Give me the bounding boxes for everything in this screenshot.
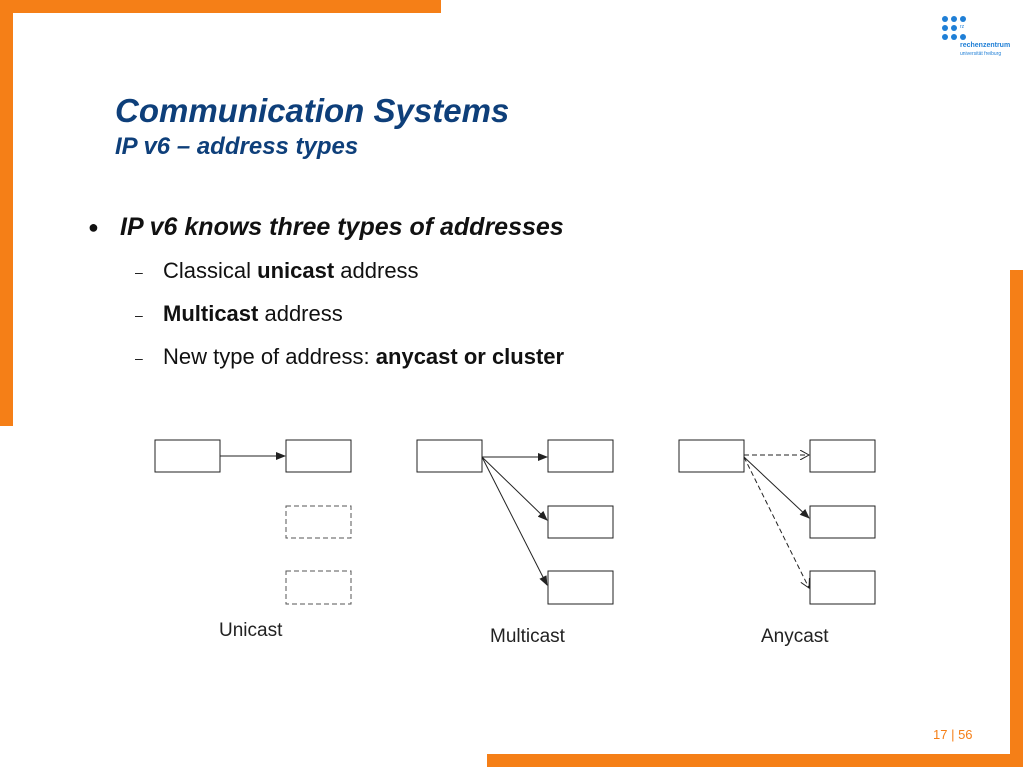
- multicast-source-box: [416, 439, 483, 473]
- anycast-target-box: [809, 505, 876, 539]
- unicast-idle-box: [285, 505, 352, 539]
- dash-icon: –: [135, 350, 143, 366]
- page-number: 17 | 56: [933, 727, 973, 742]
- dash-icon: –: [135, 307, 143, 323]
- anycast-diagram: Anycast: [678, 439, 876, 647]
- anycast-target-box: [809, 439, 876, 473]
- logo-line1: rechenzentrum: [960, 42, 1011, 49]
- multicast-arrow: [481, 456, 548, 521]
- multicast-target-box: [547, 439, 614, 473]
- multicast-arrow: [481, 456, 548, 586]
- multicast-label: Multicast: [490, 626, 566, 647]
- logo-line2: universität freiburg: [960, 51, 1002, 57]
- multicast-target-box: [547, 505, 614, 539]
- logo-rz-text: rz: [960, 24, 965, 30]
- anycast-target-box: [809, 570, 876, 605]
- unicast-label: Unicast: [219, 620, 283, 641]
- slide-title: Communication Systems: [115, 92, 510, 129]
- orange-frame-left: [0, 0, 13, 426]
- unicast-idle-box: [285, 570, 352, 605]
- anycast-label: Anycast: [761, 626, 829, 647]
- rz-logo: rz rechenzentrum universität freiburg: [940, 14, 1010, 64]
- dash-icon: –: [135, 264, 143, 280]
- page-total: 56: [958, 727, 973, 742]
- sub-bullet-text: New type of address: anycast or cluster: [163, 344, 565, 369]
- unicast-source-box: [154, 439, 221, 473]
- orange-frame-bottom: [487, 754, 1023, 767]
- multicast-target-box: [547, 570, 614, 605]
- rz-logo-icon: [942, 16, 966, 40]
- main-bullet-text: IP v6 knows three types of addresses: [120, 213, 564, 241]
- slide-subtitle: IP v6 – address types: [115, 133, 359, 160]
- unicast-target-box: [285, 439, 352, 473]
- orange-frame-top: [0, 0, 441, 13]
- orange-frame-right: [1010, 270, 1023, 767]
- unicast-diagram: Unicast: [154, 439, 352, 641]
- sub-bullet-text: Classical unicast address: [163, 258, 419, 283]
- multicast-diagram: Multicast: [416, 439, 614, 647]
- bullet-dot-icon: ●: [88, 217, 99, 237]
- anycast-dashed-arrow: [743, 456, 809, 588]
- page-separator: |: [947, 727, 959, 742]
- page-current: 17: [933, 727, 948, 742]
- anycast-arrow: [743, 456, 810, 519]
- anycast-source-box: [678, 439, 745, 473]
- sub-bullet-text: Multicast address: [163, 301, 343, 326]
